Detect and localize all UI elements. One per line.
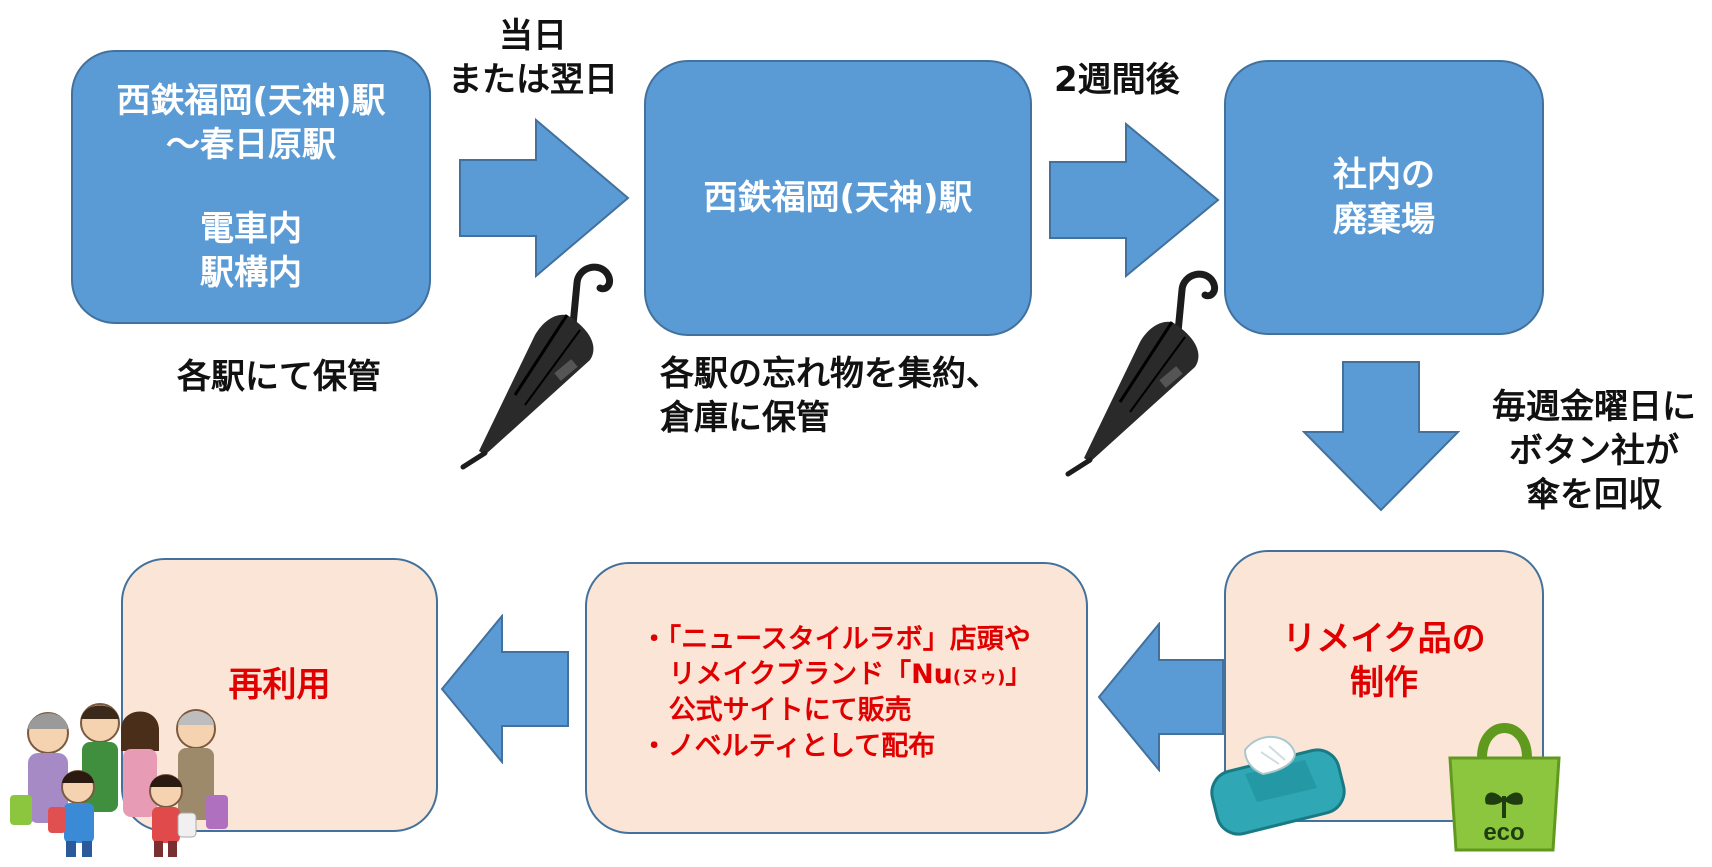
step1-line4: 駅構内: [199, 253, 302, 294]
step5-bullet2: ・ノベルティとして配布: [640, 730, 936, 762]
step1-line3: 電車内: [199, 209, 302, 249]
step5-bullet1-line1: ・「ニュースタイルラボ」店頭や: [640, 623, 1031, 655]
umbrella-icon: [1065, 270, 1219, 477]
arrow-left-2: [440, 614, 569, 764]
label-arrow1: 当日 または翌日: [438, 14, 628, 102]
label-under-step2: 各駅の忘れ物を集約、 倉庫に保管: [660, 352, 1000, 440]
step4-line1: リメイク品の: [1282, 618, 1486, 659]
label-arrow1-line1: 当日: [499, 16, 567, 56]
step3-line2: 廃棄場: [1333, 199, 1435, 240]
umbrella-icon: [460, 263, 614, 470]
step1-box: 西鉄福岡(天神)駅 ～春日原駅 電車内 駅構内: [71, 50, 431, 324]
arrow-right-1: [459, 118, 630, 278]
label-arrow3: 毎週金曜日に ボタン社が 傘を回収: [1476, 385, 1712, 518]
step3-line1: 社内の: [1333, 155, 1435, 196]
label-arrow3-line1: 毎週金曜日に: [1492, 387, 1696, 427]
step4-line2: 制作: [1349, 663, 1418, 703]
tissue-case-icon: [1210, 735, 1346, 836]
step2-text: 西鉄福岡(天神)駅: [703, 177, 973, 218]
step2-box: 西鉄福岡(天神)駅: [644, 60, 1032, 336]
arrow-right-2: [1049, 122, 1220, 278]
step5-bullet1-line2: リメイクブランド「Nu(ヌゥ)」: [668, 659, 1033, 691]
label-under-step2-line1: 各駅の忘れ物を集約、: [660, 354, 1000, 394]
label-under-step2-line2: 倉庫に保管: [660, 398, 830, 439]
step5-bullet1-line3: 公式サイトにて販売: [668, 695, 912, 726]
label-under-step1: 各駅にて保管: [177, 357, 381, 397]
step5-box: ・「ニュースタイルラボ」店頭や リメイクブランド「Nu(ヌゥ)」 公式サイトにて…: [585, 562, 1088, 834]
step3-box: 社内の 廃棄場: [1224, 60, 1544, 335]
arrow-left-1: [1097, 622, 1224, 772]
label-arrow2: 2週間後: [1054, 60, 1180, 100]
people-group-icon: [10, 703, 228, 857]
step1-line1: 西鉄福岡(天神)駅: [116, 80, 386, 121]
eco-bag-text: eco: [1483, 819, 1524, 846]
eco-bag-icon: eco: [1448, 723, 1561, 852]
label-arrow3-line3: 傘を回収: [1526, 475, 1662, 516]
label-arrow1-line2: または翌日: [448, 60, 618, 101]
arrow-down: [1302, 361, 1460, 512]
label-arrow3-line2: ボタン社が: [1509, 431, 1679, 472]
step1-line2: ～春日原駅: [165, 124, 336, 165]
step6-text: 再利用: [228, 664, 331, 705]
